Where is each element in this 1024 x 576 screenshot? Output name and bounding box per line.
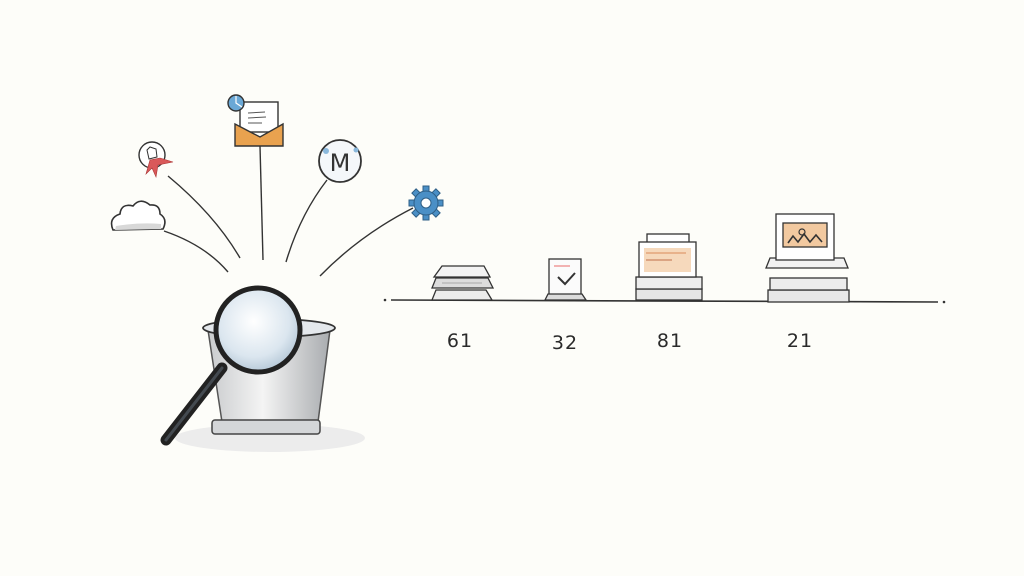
checked-document-icon — [543, 258, 588, 301]
document-stack-icon — [635, 233, 703, 301]
envelope-icon — [227, 94, 284, 147]
ribbon-badge-icon — [138, 141, 174, 179]
chart-document-stack-icon — [765, 213, 850, 303]
stack-label-1: 61 — [446, 330, 474, 352]
gear-icon — [408, 185, 444, 221]
cloud-icon — [110, 200, 166, 231]
stack-label-2: 32 — [551, 332, 579, 354]
stack-label-3: 81 — [656, 330, 684, 352]
stack-label-4: 21 — [786, 330, 814, 352]
magnifier-over-bucket-icon — [160, 285, 365, 452]
paper-stack-icon — [431, 265, 495, 301]
gmail-m-icon: M — [318, 139, 362, 183]
connector-lines — [163, 145, 414, 277]
svg-text:M: M — [330, 149, 351, 177]
